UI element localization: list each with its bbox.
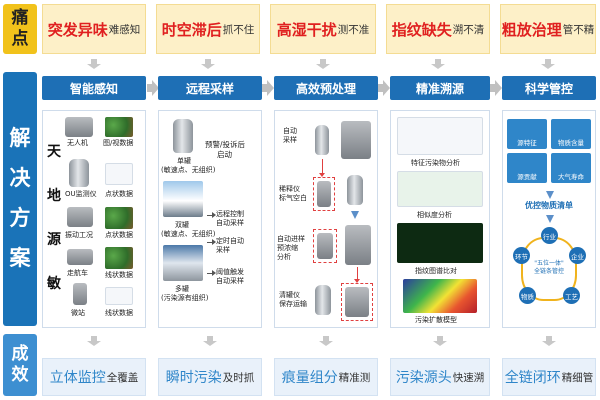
- pain-point-box: 时空滞后抓不住: [156, 4, 260, 54]
- preconcentrator-icon: [317, 233, 333, 259]
- cycle-node: 企业: [569, 247, 586, 264]
- result-box: 污染源头快速溯: [390, 358, 490, 396]
- stage-tab: 科学管控: [502, 76, 596, 100]
- down-arrow-icon: [541, 59, 555, 69]
- flow-arrow-icon: [351, 211, 359, 221]
- line-chart-icon: [105, 287, 133, 305]
- analyzer-icon: [345, 225, 371, 265]
- down-arrow-icon: [201, 59, 215, 69]
- panel-source-tracing: 特征污染物分析 相似度分析 指纹图谱比对 污染扩散模型: [390, 110, 490, 328]
- similarity-heatmap: [397, 171, 483, 207]
- chromatogram-chart: [397, 117, 483, 155]
- panel-smart-sensing: 天 地 源 敏 无人机 图/视数据 OU监测仪 点状数据 振动工况 点状数据 走…: [42, 110, 146, 328]
- stage-tab: 智能感知: [42, 76, 146, 100]
- vibration-sensor-icon: [67, 207, 93, 227]
- down-arrow-icon: [542, 336, 556, 346]
- drone-icon: [65, 117, 93, 137]
- down-arrow-icon: [546, 191, 554, 201]
- flow-arrow-icon: [319, 159, 325, 177]
- stage-tab: 远程采样: [158, 76, 262, 100]
- single-canister-icon: [173, 119, 193, 153]
- dispersion-map: [403, 279, 477, 313]
- clean-canister-icon: [315, 285, 331, 315]
- source-feature-tile: 源特征: [507, 119, 547, 149]
- ou-monitor-icon: [69, 159, 89, 187]
- arrow-icon: [207, 239, 216, 245]
- point-map-icon: [105, 207, 133, 229]
- arrow-icon: [207, 212, 216, 218]
- dual-canister-site-icon: [163, 181, 203, 217]
- cycle-node: 行业: [541, 227, 558, 244]
- down-arrow-icon: [433, 336, 447, 346]
- multi-canister-icon: [163, 245, 203, 281]
- stage-tab: 高效预处理: [274, 76, 378, 100]
- substance-content-tile: 物质含量: [551, 119, 591, 149]
- right-arrow-icon: [147, 80, 159, 96]
- down-arrow-icon: [87, 59, 101, 69]
- survey-vehicle-icon: [67, 249, 93, 265]
- right-arrow-icon: [378, 80, 390, 96]
- autosampler-icon: [341, 121, 371, 159]
- cycle-node: 工艺: [563, 287, 580, 304]
- right-arrow-icon: [262, 80, 274, 96]
- down-arrow-icon: [203, 336, 217, 346]
- panel-scientific-control: 源特征 物质含量 源贡献 大气寿命 优控物质清单 行业 企业 工艺 物质 环节 …: [502, 110, 596, 328]
- down-arrow-icon: [431, 59, 445, 69]
- dilutor-frame: [313, 177, 335, 211]
- pain-point-box: 粗放治理管不精: [500, 4, 596, 54]
- atmospheric-lifetime-tile: 大气寿命: [551, 153, 591, 183]
- source-contribution-tile: 源贡献: [507, 153, 547, 183]
- sampling-canister-icon: [315, 125, 329, 155]
- line-map-icon: [105, 247, 133, 269]
- panel-remote-sampling: 单罐 (敏速点、无组织) 预警/投诉后 启动 双罐 (敏速点、无组织) 多罐 (…: [158, 110, 262, 328]
- side-label-result: 成 效: [3, 334, 37, 396]
- priority-list-label: 优控物质清单: [525, 201, 573, 210]
- down-arrow-icon: [87, 336, 101, 346]
- pain-point-box: 指纹缺失溯不清: [386, 4, 490, 54]
- down-arrow-icon: [546, 215, 554, 225]
- dilutor-icon: [317, 181, 331, 207]
- result-box: 立体监控全覆盖: [42, 358, 146, 396]
- down-arrow-icon: [316, 59, 330, 69]
- arrow-icon: [207, 270, 216, 276]
- down-arrow-icon: [319, 336, 333, 346]
- panel-pretreatment: 自动 采样 稀释仪 标气空白 自动进样 预浓缩 分析 清罐仪 保存运输: [274, 110, 378, 328]
- side-label-solution: 解 决 方 案: [3, 72, 37, 326]
- cycle-node: 物质: [519, 287, 536, 304]
- micro-station-icon: [73, 283, 87, 305]
- right-arrow-icon: [490, 80, 502, 96]
- point-chart-icon: [105, 163, 133, 185]
- result-box: 全链闭环精细管: [502, 358, 596, 396]
- fingerprint-chart: [397, 223, 483, 263]
- result-box: 痕量组分精准测: [274, 358, 378, 396]
- cycle-node: 环节: [513, 247, 530, 264]
- map-image-icon: [105, 117, 133, 137]
- preconcentrator-frame: [313, 229, 337, 263]
- side-label-pain-points: 痛 点: [3, 4, 37, 54]
- canister-cleaner-icon: [345, 287, 369, 317]
- stage-tab: 精准溯源: [390, 76, 490, 100]
- pain-point-box: 突发异味难感知: [42, 4, 146, 54]
- flow-arrow-icon: [354, 267, 360, 283]
- canister-icon: [347, 175, 363, 205]
- canister-cleaner-frame: [341, 283, 373, 321]
- result-box: 瞬时污染及时抓: [158, 358, 262, 396]
- pain-point-box: 高湿干扰测不准: [270, 4, 376, 54]
